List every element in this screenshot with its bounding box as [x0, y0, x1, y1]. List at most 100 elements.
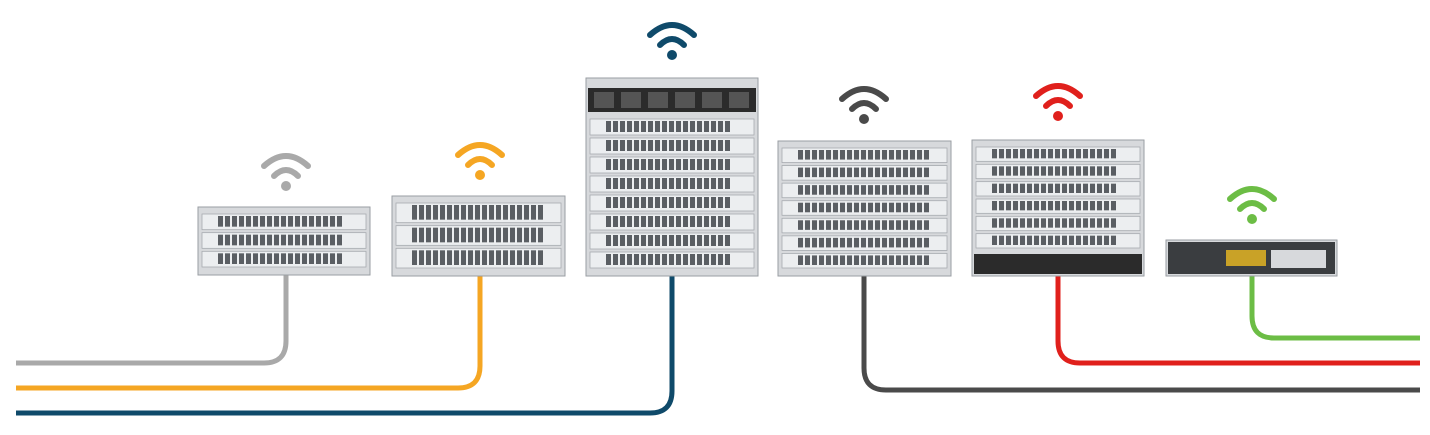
switch-3-port	[917, 185, 922, 195]
switch-2-port	[475, 227, 480, 243]
chassis-switch-port	[606, 121, 611, 132]
chassis-switch-port	[648, 140, 653, 151]
chassis-switch-fan	[594, 92, 614, 108]
switch-3-port	[819, 185, 824, 195]
switch-3-port	[812, 150, 817, 160]
modular-switch-port	[1111, 166, 1116, 176]
switch-3-port	[910, 150, 915, 160]
switch-3-port	[805, 202, 810, 213]
switch-3-port	[847, 237, 852, 248]
switch-1-port	[274, 234, 279, 246]
switch-3-port	[840, 185, 845, 195]
chassis-switch-port	[669, 254, 674, 265]
modular-switch-port	[1111, 218, 1116, 228]
wifi-icon	[455, 142, 505, 180]
switch-3-port	[826, 255, 831, 265]
switch-3-port	[903, 220, 908, 230]
switch-2-port	[489, 250, 494, 265]
switch-3-port	[833, 202, 838, 213]
switch-3-port	[889, 237, 894, 248]
chassis-switch-port	[627, 159, 632, 170]
switch-3-port	[847, 185, 852, 195]
switch-3-port	[910, 202, 915, 213]
chassis-switch-port	[711, 254, 716, 265]
switch-1-port	[246, 234, 251, 246]
chassis-switch-port	[697, 254, 702, 265]
switch-2-port	[524, 250, 529, 265]
modular-switch-port	[1069, 149, 1074, 159]
modular-switch-port	[1041, 201, 1046, 211]
chassis-switch-port	[620, 140, 625, 151]
modular-switch-port	[1013, 218, 1018, 228]
switch-3-port	[826, 167, 831, 178]
chassis-switch-port	[711, 121, 716, 132]
chassis-switch-power-tray	[588, 88, 756, 112]
chassis-switch-port	[683, 178, 688, 189]
switch-3-port	[798, 185, 803, 195]
chassis-switch-port	[697, 121, 702, 132]
chassis-switch-port	[669, 178, 674, 189]
wifi-arc-outer	[1033, 83, 1083, 99]
switch-1-port	[288, 216, 293, 227]
modular-switch-port	[1090, 183, 1095, 193]
modular-switch-port	[1111, 201, 1116, 211]
chassis-switch-port	[718, 197, 723, 208]
chassis-switch-port	[676, 121, 681, 132]
chassis-switch-port	[620, 121, 625, 132]
switch-1-port	[330, 234, 335, 246]
modular-switch-port	[1097, 183, 1102, 193]
modular-switch-port	[1083, 166, 1088, 176]
switch-3-port	[861, 150, 866, 160]
switch-1-port	[267, 253, 272, 264]
switch-3-port	[875, 220, 880, 230]
switch-2-port	[454, 227, 459, 243]
chassis-switch-port	[662, 235, 667, 246]
switch-1-port	[330, 253, 335, 264]
chassis-switch-port	[690, 235, 695, 246]
switch-3-port	[903, 167, 908, 178]
modular-switch-port	[1013, 235, 1018, 245]
switch-1-port	[323, 234, 328, 246]
switch-2-port	[419, 205, 424, 220]
switch-3-port	[875, 167, 880, 178]
switch-3-port	[889, 185, 894, 195]
modular-switch-port	[1083, 149, 1088, 159]
chassis-switch-port	[662, 140, 667, 151]
switch-3-port	[868, 185, 873, 195]
modular-switch-port	[992, 235, 997, 245]
modular-switch-port	[1083, 218, 1088, 228]
switch-2-port	[517, 205, 522, 220]
switch-2-port	[482, 250, 487, 265]
modular-switch-port	[1020, 149, 1025, 159]
modular-switch-port	[1076, 166, 1081, 176]
modular-switch-port	[1062, 166, 1067, 176]
chassis-switch-port	[655, 178, 660, 189]
modular-switch-port	[1104, 201, 1109, 211]
switch-2-port	[510, 250, 515, 265]
switch-3-port	[861, 167, 866, 178]
wifi-arc-outer	[455, 142, 505, 158]
switch-1-port	[337, 216, 342, 227]
switch-2-port	[475, 205, 480, 220]
modular-switch-port	[1069, 235, 1074, 245]
chassis-switch-fan	[621, 92, 641, 108]
switch-1	[197, 206, 371, 276]
switch-1-port	[323, 216, 328, 227]
switch-2-port	[468, 205, 473, 220]
modular-switch-port	[992, 201, 997, 211]
modular-switch-port	[1027, 149, 1032, 159]
switch-3-port	[847, 167, 852, 178]
chassis-switch-port	[634, 216, 639, 227]
wifi-arc-inner	[849, 100, 879, 112]
switch-3-port	[903, 185, 908, 195]
switch-3-port	[854, 167, 859, 178]
modular-switch-port	[992, 166, 997, 176]
chassis-switch-port	[711, 178, 716, 189]
chassis-switch-port	[725, 159, 730, 170]
switch-3-port	[903, 255, 908, 265]
switch-3-port	[917, 202, 922, 213]
wifi-icon	[261, 153, 311, 191]
switch-3-port	[917, 255, 922, 265]
modular-switch-port	[1041, 218, 1046, 228]
switch-3-port	[861, 202, 866, 213]
